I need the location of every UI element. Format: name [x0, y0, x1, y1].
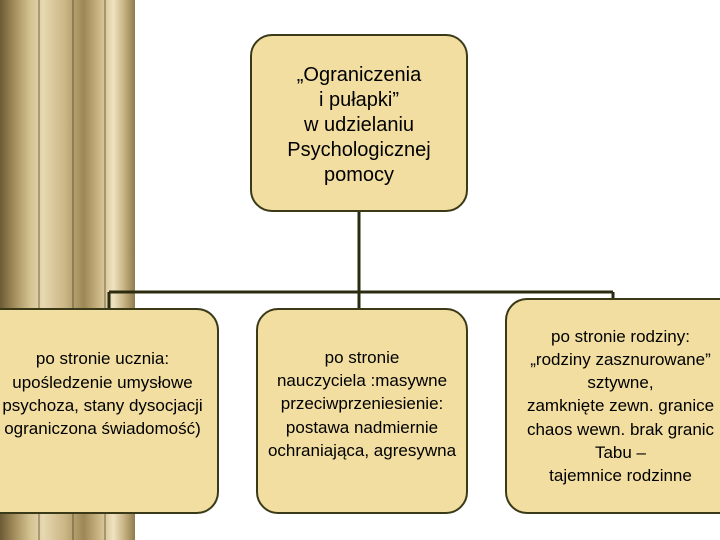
column-groove [104, 0, 106, 540]
branch-node-teacher-label: po stronie nauczyciela :masywne przeciwp… [267, 348, 457, 460]
branch-node-family-label: po stronie rodziny: „rodziny zasznurowan… [526, 327, 715, 485]
branch-node-teacher: po stronie nauczyciela :masywne przeciwp… [256, 308, 468, 514]
column-groove [38, 0, 40, 540]
root-node: „Ograniczenia i pułapki” w udzielaniu Ps… [250, 34, 468, 212]
branch-node-student-label: po stronie ucznia: upośledzenie umysłowe… [2, 349, 203, 439]
root-node-label: „Ograniczenia i pułapki” w udzielaniu Ps… [287, 63, 431, 186]
branch-node-student: po stronie ucznia: upośledzenie umysłowe… [0, 308, 219, 514]
column-groove [72, 0, 74, 540]
branch-node-family: po stronie rodziny: „rodziny zasznurowan… [505, 298, 720, 514]
